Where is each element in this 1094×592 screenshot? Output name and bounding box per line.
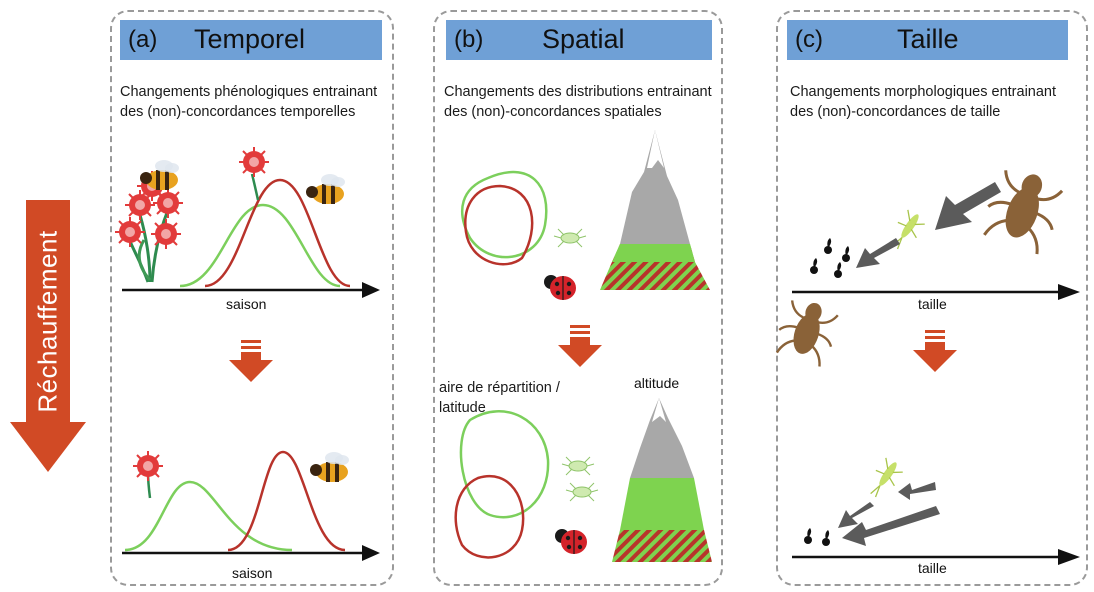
description-size: Changements morphologiques entrainant de… [790,84,1057,120]
flower-icon [114,170,184,283]
aphid-icon [553,228,587,248]
red-curve-top [204,178,351,288]
range-outline-red-bottom [454,475,525,559]
predation-arrow-small [856,238,900,268]
green-curve-bottom [124,480,293,552]
axis-label-size-bottom: taille [918,560,947,576]
midge-larva-icon [810,238,850,278]
range-outline-green-top [461,171,548,259]
ladybug-icon [543,274,577,301]
flower-icon [132,450,164,499]
axis-label-season-bottom: saison [232,565,273,581]
damselfly-larva-icon [862,454,907,503]
warming-step-arrow [558,325,602,367]
season-axis-bottom-head [362,545,380,561]
season-axis-top-head [362,282,380,298]
range-outline-green-bottom [459,410,550,519]
bee-icon [310,452,349,482]
size-axis-top-head [1058,284,1080,300]
bee-icon [306,174,345,204]
green-curve-top [179,203,341,288]
mountain-icon [600,130,710,290]
panel-letter: (c) [795,26,823,53]
predation-arrow-c1 [898,482,936,500]
dragonfly-larva-icon [977,161,1070,258]
mountain-icon [612,398,712,562]
label-range-latitude: aire de répartition / latitude [439,380,560,416]
axis-label-size-top: taille [918,296,947,312]
axis-label-season-top: saison [226,296,267,312]
panel-letter: (a) [128,26,158,53]
panel-title: Temporel [194,24,306,54]
flower-icon [238,146,270,201]
size-axis-bottom-head [1058,549,1080,565]
aphid-icon [561,456,595,476]
predation-arrow-c2 [838,502,874,528]
warming-arrow [10,200,86,472]
warming-step-arrow [229,340,273,382]
panel-size [776,10,1088,586]
predation-arrow-large [935,182,1001,230]
ladybug-icon [554,528,588,555]
dragonfly-larva-icon [771,293,844,370]
panel-title: Taille [897,24,959,54]
header-size: (c) Taille [787,20,1068,60]
midge-larva-icon [804,528,830,546]
header-temporal: (a) Temporel [120,20,382,60]
range-outline-red-top [464,184,534,266]
description-spatial: Changements des distributions entrainant… [444,84,712,120]
header-spatial: (b) Spatial [446,20,712,60]
panel-letter: (b) [454,26,484,53]
red-curve-bottom [227,450,346,552]
aphid-icon [565,482,599,502]
label-altitude: altitude [634,375,680,391]
panel-temporal [110,10,394,586]
panel-spatial [433,10,723,586]
predation-arrow-c3 [842,506,940,546]
description-temporal: Changements phénologiques entrainant des… [120,84,378,120]
warming-step-arrow [913,330,957,372]
panel-title: Spatial [542,24,625,54]
